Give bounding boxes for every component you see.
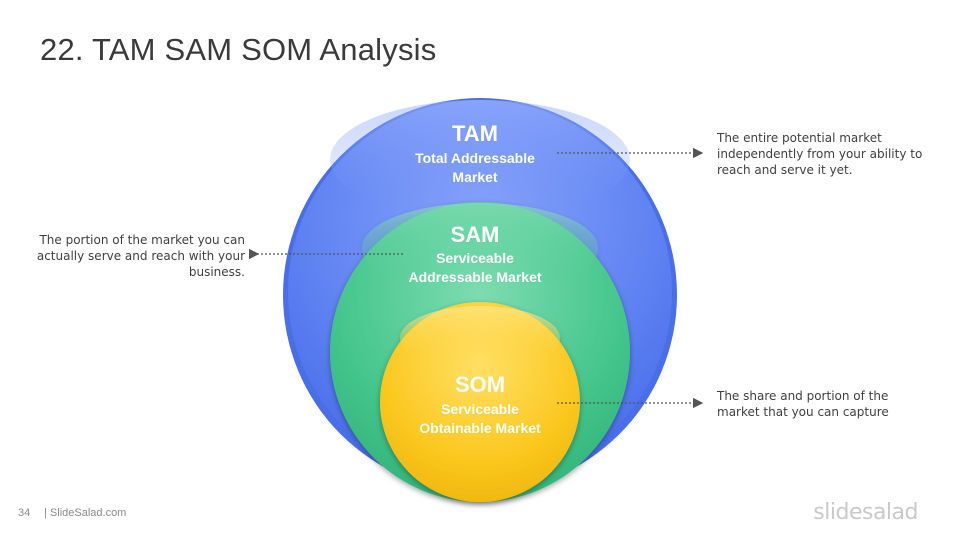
som-line2: Obtainable Market [419, 420, 541, 436]
som-line1: Serviceable [441, 401, 519, 417]
som-abbr: SOM [455, 372, 505, 397]
som-description: The share and portion of the market that… [717, 389, 889, 419]
tam-line1: Total Addressable [415, 150, 535, 166]
page-number: 34 [18, 507, 31, 519]
footer-site-link: | SlideSalad.com [44, 507, 127, 519]
sam-description: The portion of the market you can actual… [36, 233, 245, 279]
tam-description: The entire potential market independentl… [717, 131, 923, 177]
sam-line1: Serviceable [436, 250, 514, 266]
brand-logo: slidesalad [813, 500, 918, 525]
tam-line2: Market [452, 169, 497, 185]
tam-abbr: TAM [452, 121, 498, 146]
sam-abbr: SAM [451, 222, 500, 247]
som-circle [380, 302, 580, 502]
sam-line2: Addressable Market [408, 269, 541, 285]
slide-title: 22. TAM SAM SOM Analysis [40, 32, 437, 67]
